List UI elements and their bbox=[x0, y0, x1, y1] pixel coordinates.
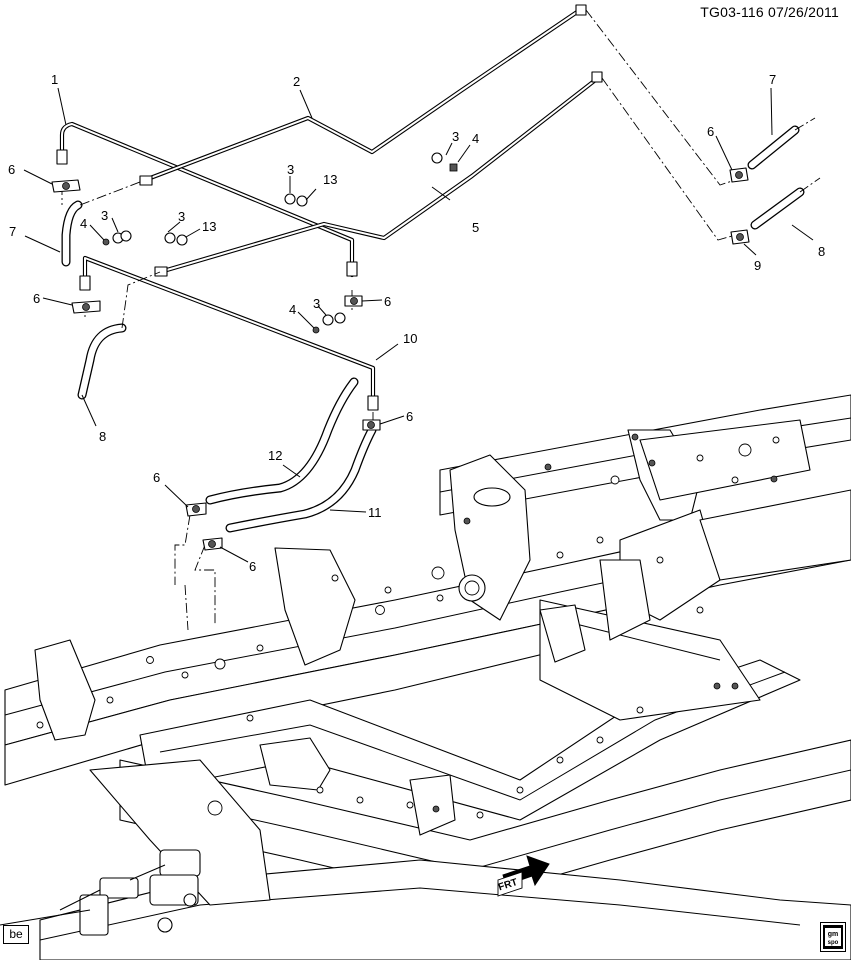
callout-2: 2 bbox=[293, 74, 300, 89]
callout-11: 11 bbox=[368, 505, 382, 520]
language-badge: be bbox=[3, 925, 29, 944]
callout-6: 6 bbox=[384, 294, 391, 309]
callout-4: 4 bbox=[289, 302, 296, 317]
callout-13: 13 bbox=[323, 172, 337, 187]
logo-line-1: gm bbox=[828, 931, 839, 938]
callout-1: 1 bbox=[51, 72, 58, 87]
callout-6: 6 bbox=[707, 124, 714, 139]
callout-6: 6 bbox=[249, 559, 256, 574]
callout-6: 6 bbox=[153, 470, 160, 485]
callout-3: 3 bbox=[452, 129, 459, 144]
brake-pipes bbox=[59, 7, 601, 403]
gm-spo-logo-icon: gm spo bbox=[820, 922, 846, 952]
callout-12: 12 bbox=[268, 448, 282, 463]
callout-7: 7 bbox=[769, 72, 776, 87]
callout-6: 6 bbox=[33, 291, 40, 306]
callout-4: 4 bbox=[80, 216, 87, 231]
brake-hoses bbox=[61, 125, 805, 533]
valve-assembly bbox=[0, 849, 201, 936]
frame-holes bbox=[36, 436, 780, 819]
callout-9: 9 bbox=[754, 258, 761, 273]
callout-labels: 1 2 3 4 5 7 6 6 8 9 3 13 7 4 3 3 13 6 6 … bbox=[8, 72, 825, 574]
callout-4: 4 bbox=[472, 131, 479, 146]
callout-13: 13 bbox=[202, 219, 216, 234]
callout-10: 10 bbox=[403, 331, 417, 346]
reference-code: TG03-116 07/26/2011 bbox=[700, 4, 839, 20]
front-direction-arrow-icon: FRT bbox=[497, 855, 550, 897]
logo-line-2: spo bbox=[828, 940, 839, 946]
callout-5: 5 bbox=[472, 220, 479, 235]
callout-6: 6 bbox=[406, 409, 413, 424]
callout-7: 7 bbox=[9, 224, 16, 239]
callout-3: 3 bbox=[287, 162, 294, 177]
gm-spo-logo-graphic: gm spo bbox=[820, 922, 846, 952]
clips-and-fasteners bbox=[51, 152, 750, 551]
callout-8: 8 bbox=[99, 429, 106, 444]
leader-lines bbox=[23, 87, 814, 563]
callout-6: 6 bbox=[8, 162, 15, 177]
callout-8: 8 bbox=[818, 244, 825, 259]
callout-3: 3 bbox=[101, 208, 108, 223]
callout-3: 3 bbox=[313, 296, 320, 311]
vehicle-frame bbox=[0, 394, 851, 961]
pipe-fittings bbox=[56, 4, 603, 411]
callout-3: 3 bbox=[178, 209, 185, 224]
frame-nuts bbox=[432, 433, 778, 813]
